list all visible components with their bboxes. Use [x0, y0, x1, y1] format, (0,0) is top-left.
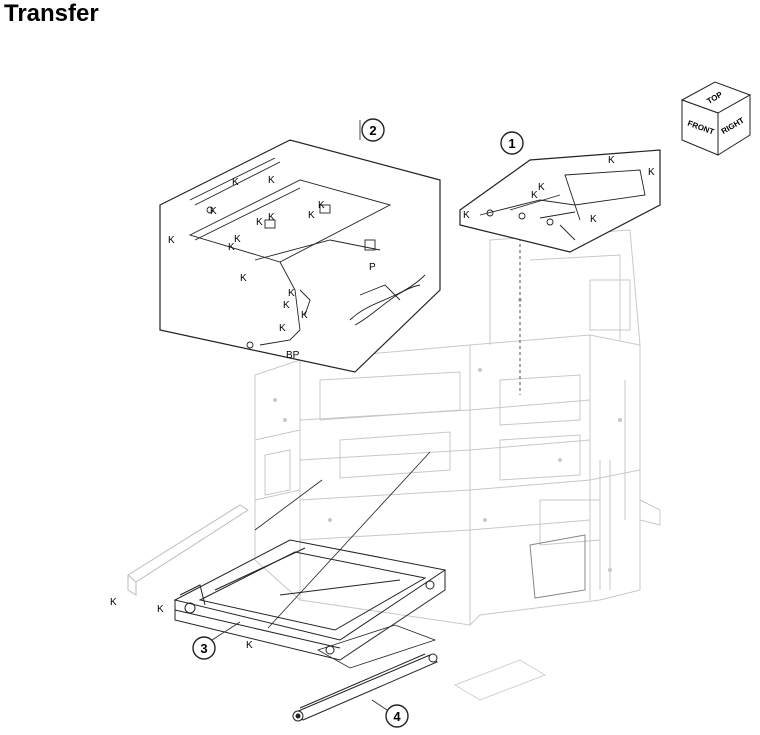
label-k: K — [538, 182, 545, 193]
label-k: K — [268, 175, 275, 186]
part-labels: K K K K K K K K K K K K K K K P BP K K K… — [110, 155, 655, 651]
label-k: K — [256, 217, 263, 228]
label-k: K — [228, 242, 235, 253]
callout-2-number: 2 — [369, 123, 376, 138]
label-k: K — [590, 214, 597, 225]
transfer-roller — [292, 653, 438, 722]
callout-3: 3 — [192, 636, 216, 660]
label-p: P — [369, 262, 376, 273]
label-k: K — [648, 167, 655, 178]
leader-4 — [371, 699, 388, 711]
label-bp: BP — [286, 350, 300, 361]
label-k: K — [240, 273, 247, 284]
label-k: K — [246, 640, 253, 651]
transfer-module — [173, 539, 447, 661]
roller-guide-sheet — [317, 624, 437, 669]
label-k: K — [279, 323, 286, 334]
detail-box-2 — [159, 139, 441, 373]
orientation-cube: TOP FRONT RIGHT — [680, 81, 752, 156]
callout-4: 4 — [385, 704, 409, 728]
label-k: K — [210, 206, 217, 217]
leader-lines — [254, 120, 521, 629]
label-k: K — [608, 155, 615, 166]
label-k: K — [232, 177, 239, 188]
label-k: K — [308, 210, 315, 221]
label-k: K — [268, 212, 275, 223]
floor-sheet — [453, 659, 547, 701]
callout-4-number: 4 — [393, 709, 401, 724]
label-k: K — [288, 288, 295, 299]
page-title: Transfer — [4, 0, 99, 27]
label-k: K — [301, 310, 308, 321]
label-k: K — [531, 190, 538, 201]
label-k: K — [283, 300, 290, 311]
callout-3-number: 3 — [200, 641, 207, 656]
label-k: K — [157, 604, 164, 615]
label-k: K — [318, 200, 325, 211]
detail-box-1 — [459, 149, 661, 253]
frame-screw-holes — [273, 298, 622, 572]
label-k: K — [168, 235, 175, 246]
callout-1: 1 — [500, 131, 524, 155]
label-k: K — [234, 234, 241, 245]
label-k: K — [463, 210, 470, 221]
leader-3 — [211, 621, 241, 641]
label-k: K — [110, 597, 117, 608]
printer-frame — [254, 229, 661, 626]
left-rail — [127, 504, 249, 596]
callout-1-number: 1 — [508, 136, 515, 151]
callout-2: 2 — [361, 118, 385, 142]
